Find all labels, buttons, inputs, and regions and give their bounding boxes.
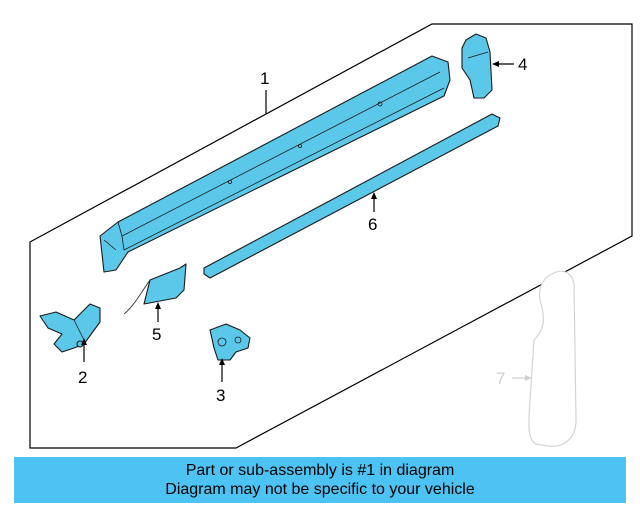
callout-4[interactable]: 4 [518, 55, 527, 74]
mud-flap-part[interactable] [528, 270, 577, 447]
rocker-panel-part[interactable] [99, 55, 451, 273]
banner-line-2: Diagram may not be specific to your vehi… [165, 481, 475, 498]
callout-6[interactable]: 6 [368, 215, 377, 234]
diagram-outline [29, 23, 633, 449]
callout-5[interactable]: 5 [152, 325, 161, 344]
info-banner: Part or sub-assembly is #1 in diagram Di… [14, 457, 626, 503]
trim-panel-part[interactable] [123, 263, 187, 315]
banner-line-1: Part or sub-assembly is #1 in diagram [185, 462, 455, 479]
callout-7[interactable]: 7 [496, 369, 505, 388]
parts-diagram: 1 2 3 4 5 6 7 [29, 23, 633, 449]
callout-2[interactable]: 2 [78, 368, 87, 387]
callout-3[interactable]: 3 [216, 386, 225, 405]
callout-1[interactable]: 1 [260, 69, 269, 88]
molding-strip-part[interactable] [203, 113, 501, 279]
end-cap-part[interactable] [461, 33, 493, 99]
bracket-part[interactable] [39, 303, 101, 353]
clip-part[interactable] [209, 323, 251, 361]
